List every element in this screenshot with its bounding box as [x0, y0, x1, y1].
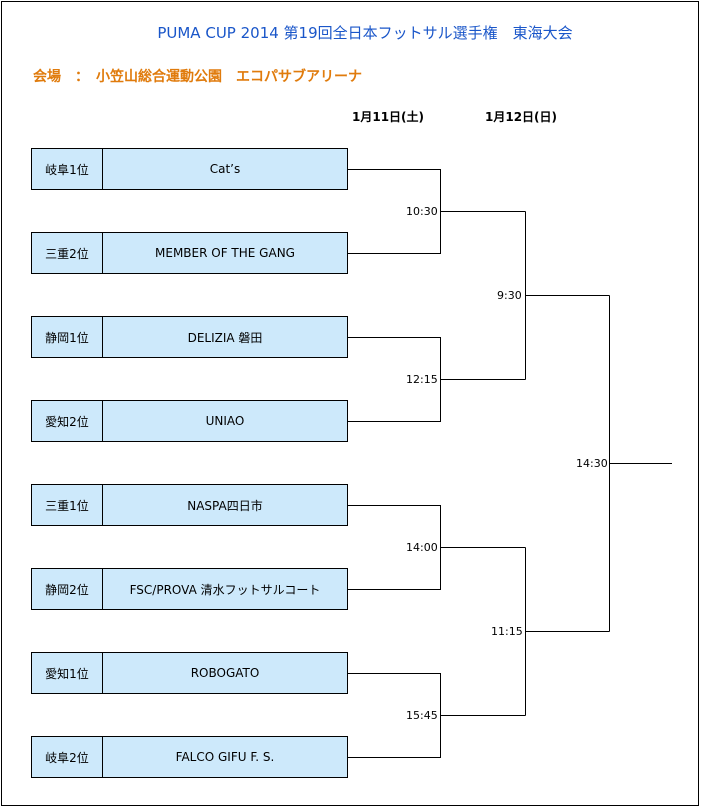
bracket-connector	[609, 295, 672, 632]
seed-label: 三重2位	[31, 232, 103, 274]
team-name: UNIAO	[102, 400, 348, 442]
venue-label: 会場 ： 小笠山総合運動公園 エコパサブアリーナ	[33, 69, 362, 85]
match-time: 11:15	[491, 625, 523, 638]
match-time: 12:15	[406, 373, 438, 386]
seed-label: 岐阜1位	[31, 148, 103, 190]
bracket-connector	[348, 505, 526, 590]
bracket-connector	[525, 547, 610, 716]
match-time: 15:45	[406, 709, 438, 722]
seed-label: 静岡2位	[31, 568, 103, 610]
day1-label: 1月11日(土)	[352, 110, 425, 124]
team-name: FALCO GIFU F. S.	[102, 736, 348, 778]
seed-label: 静岡1位	[31, 316, 103, 358]
bracket-connector	[348, 169, 526, 254]
seed-label: 愛知2位	[31, 400, 103, 442]
team-name: Cat’s	[102, 148, 348, 190]
seed-label: 岐阜2位	[31, 736, 103, 778]
bracket-connector	[525, 211, 610, 380]
match-time: 9:30	[497, 289, 522, 302]
team-name: NASPA四日市	[102, 484, 348, 526]
bracket-connector	[348, 337, 526, 422]
match-time: 10:30	[406, 205, 438, 218]
page-title: PUMA CUP 2014 第19回全日本フットサル選手権 東海大会	[157, 24, 573, 42]
match-time: 14:00	[406, 541, 438, 554]
bracket-connector	[348, 673, 526, 758]
final-time: 14:30	[576, 457, 608, 470]
team-name: MEMBER OF THE GANG	[102, 232, 348, 274]
team-name: DELIZIA 磐田	[102, 316, 348, 358]
team-name: ROBOGATO	[102, 652, 348, 694]
team-name: FSC/PROVA 清水フットサルコート	[102, 568, 348, 610]
day2-label: 1月12日(日)	[485, 110, 558, 124]
seed-label: 三重1位	[31, 484, 103, 526]
